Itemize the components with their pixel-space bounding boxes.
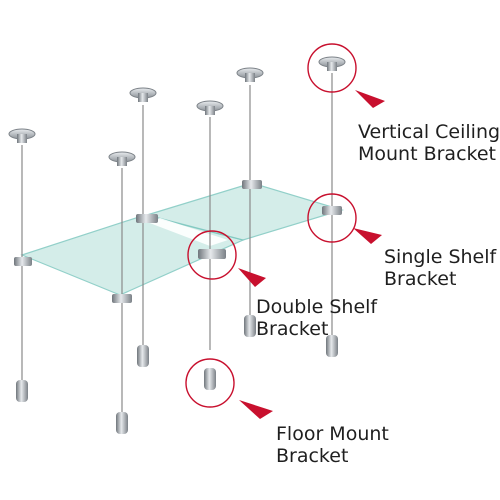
arrow-ceiling-mount bbox=[355, 90, 385, 108]
ceiling-mounts bbox=[8, 56, 346, 166]
label-line: Bracket bbox=[276, 445, 348, 467]
pointer-arrows bbox=[238, 90, 385, 419]
bracket-left-bottom bbox=[112, 294, 132, 303]
bracket-back-right bbox=[242, 180, 262, 189]
label-line: Bracket bbox=[256, 318, 328, 340]
arrow-floor-mount bbox=[239, 400, 273, 419]
highlight-floor-mount bbox=[185, 358, 235, 408]
highlight-circles bbox=[185, 43, 357, 408]
bracket-back-left bbox=[136, 214, 158, 223]
bracket-double-shelf bbox=[198, 249, 226, 259]
ceiling-mount-3 bbox=[129, 87, 157, 102]
label-single-shelf: Single Shelf Bracket bbox=[384, 246, 498, 290]
arrow-single-shelf bbox=[353, 228, 382, 244]
label-double-shelf: Double Shelf Bracket bbox=[256, 296, 378, 340]
arrow-double-shelf bbox=[238, 268, 266, 287]
floor-mount-4 bbox=[204, 368, 216, 390]
ceiling-mount-1 bbox=[8, 128, 36, 143]
label-line: Floor Mount bbox=[276, 423, 389, 445]
label-line: Vertical Ceiling bbox=[358, 121, 500, 143]
label-line: Double Shelf bbox=[256, 296, 378, 318]
label-line: Bracket bbox=[384, 268, 456, 290]
glass-shelf-gap bbox=[147, 218, 228, 246]
floor-mount-5 bbox=[244, 315, 256, 337]
floor-mount-6 bbox=[326, 335, 338, 357]
ceiling-mount-2 bbox=[108, 151, 136, 166]
floor-mount-2 bbox=[116, 412, 128, 434]
label-line: Mount Bracket bbox=[358, 143, 496, 165]
highlight-ceiling-mount bbox=[307, 43, 357, 93]
bracket-left-front bbox=[14, 257, 32, 266]
label-line: Single Shelf bbox=[384, 246, 498, 268]
ceiling-mount-6 bbox=[318, 56, 346, 71]
label-floor-mount: Floor Mount Bracket bbox=[276, 423, 389, 467]
ceiling-mount-4 bbox=[196, 100, 224, 115]
floor-mount-1 bbox=[16, 380, 28, 402]
floor-mounts bbox=[16, 315, 338, 434]
ceiling-mount-5 bbox=[236, 67, 264, 82]
highlight-double-shelf bbox=[187, 230, 237, 280]
floor-mount-3 bbox=[137, 345, 149, 367]
highlight-single-shelf bbox=[307, 193, 357, 243]
bracket-single-shelf bbox=[322, 206, 342, 215]
shelf-brackets bbox=[14, 180, 342, 303]
label-vertical-ceiling-mount: Vertical Ceiling Mount Bracket bbox=[358, 121, 500, 165]
